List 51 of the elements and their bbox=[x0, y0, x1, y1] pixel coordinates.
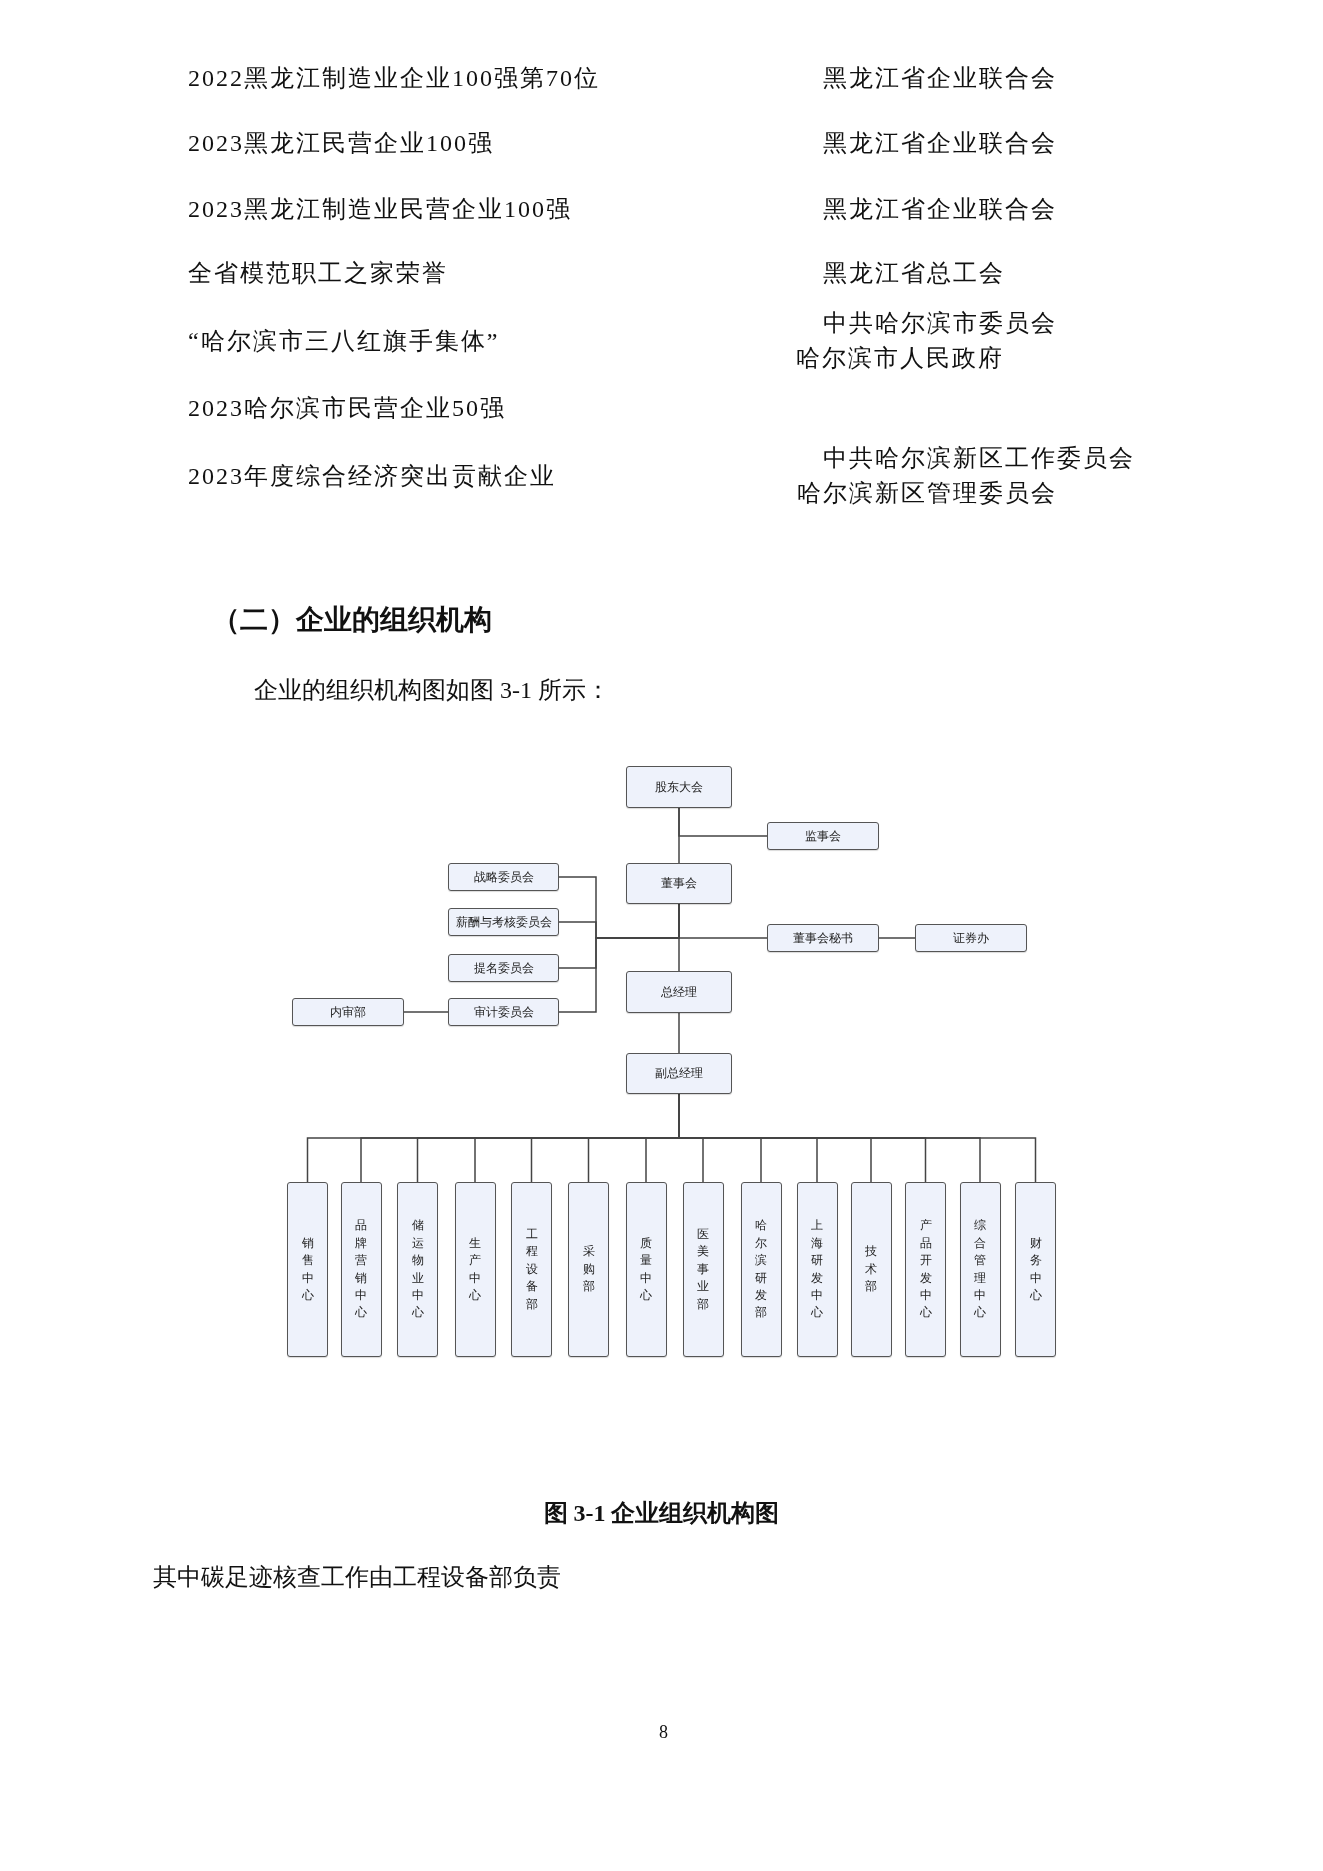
issuer-name: 中共哈尔滨市委员会 bbox=[823, 309, 1057, 337]
section-heading: （二）企业的组织机构 bbox=[212, 604, 492, 636]
org-box: 股东大会 bbox=[626, 766, 732, 808]
paragraph: 其中碳足迹核查工作由工程设备部负责 bbox=[153, 1563, 561, 1591]
issuer-name: 黑龙江省企业联合会 bbox=[823, 195, 1057, 223]
org-box: 董事会 bbox=[626, 863, 732, 904]
department-box: 储运物业中心 bbox=[397, 1182, 438, 1357]
award-name: “哈尔滨市三八红旗手集体” bbox=[188, 327, 500, 355]
department-box: 医美事业部 bbox=[682, 1182, 724, 1357]
org-box: 薪酬与考核委员会 bbox=[448, 908, 559, 936]
department-box: 工程设备部 bbox=[511, 1182, 552, 1357]
org-box: 监事会 bbox=[767, 822, 879, 850]
paragraph: 企业的组织机构图如图 3-1 所示： bbox=[254, 676, 610, 704]
department-box: 综合管理中心 bbox=[959, 1182, 1001, 1357]
figure-caption: 图 3-1 企业组织机构图 bbox=[542, 1499, 781, 1527]
connector-line bbox=[403, 1011, 449, 1013]
department-box: 哈尔滨研发部 bbox=[740, 1182, 782, 1357]
department-box: 财务中心 bbox=[1015, 1182, 1056, 1357]
award-name: 2023哈尔滨市民营企业50强 bbox=[188, 394, 506, 422]
department-box: 产品开发中心 bbox=[905, 1182, 946, 1357]
connector-line bbox=[678, 903, 680, 972]
issuer-name: 黑龙江省企业联合会 bbox=[823, 64, 1057, 92]
award-name: 全省模范职工之家荣誉 bbox=[188, 259, 448, 287]
department-box: 质量中心 bbox=[625, 1182, 667, 1357]
connector-line bbox=[678, 807, 680, 864]
connector-line bbox=[678, 1012, 680, 1054]
org-box: 副总经理 bbox=[626, 1053, 732, 1094]
department-box: 品牌营销中心 bbox=[340, 1182, 382, 1357]
award-name: 2022黑龙江制造业企业100强第70位 bbox=[188, 64, 600, 92]
issuer-name: 哈尔滨市人民政府 bbox=[796, 344, 1004, 372]
issuer-name: 中共哈尔滨新区工作委员会 bbox=[823, 444, 1135, 472]
issuer-name: 黑龙江省总工会 bbox=[823, 259, 1005, 287]
department-box: 上海研发中心 bbox=[796, 1182, 838, 1357]
page-number: 8 bbox=[659, 1721, 668, 1744]
award-name: 2023黑龙江民营企业100强 bbox=[188, 129, 494, 157]
award-name: 2023黑龙江制造业民营企业100强 bbox=[188, 195, 572, 223]
org-box: 提名委员会 bbox=[448, 954, 559, 982]
department-box: 技术部 bbox=[850, 1182, 892, 1357]
award-name: 2023年度综合经济突出贡献企业 bbox=[188, 462, 556, 490]
department-box: 采购部 bbox=[568, 1182, 609, 1357]
connector-line bbox=[878, 937, 916, 939]
org-box: 内审部 bbox=[292, 998, 404, 1026]
department-box: 生产中心 bbox=[454, 1182, 496, 1357]
org-box: 审计委员会 bbox=[448, 998, 559, 1026]
org-box: 总经理 bbox=[626, 971, 732, 1013]
org-box: 证券办 bbox=[915, 924, 1027, 952]
issuer-name: 黑龙江省企业联合会 bbox=[823, 129, 1057, 157]
department-box: 销售中心 bbox=[287, 1182, 328, 1357]
org-box: 战略委员会 bbox=[448, 863, 559, 891]
issuer-name: 哈尔滨新区管理委员会 bbox=[797, 479, 1057, 507]
org-box: 董事会秘书 bbox=[767, 924, 879, 952]
